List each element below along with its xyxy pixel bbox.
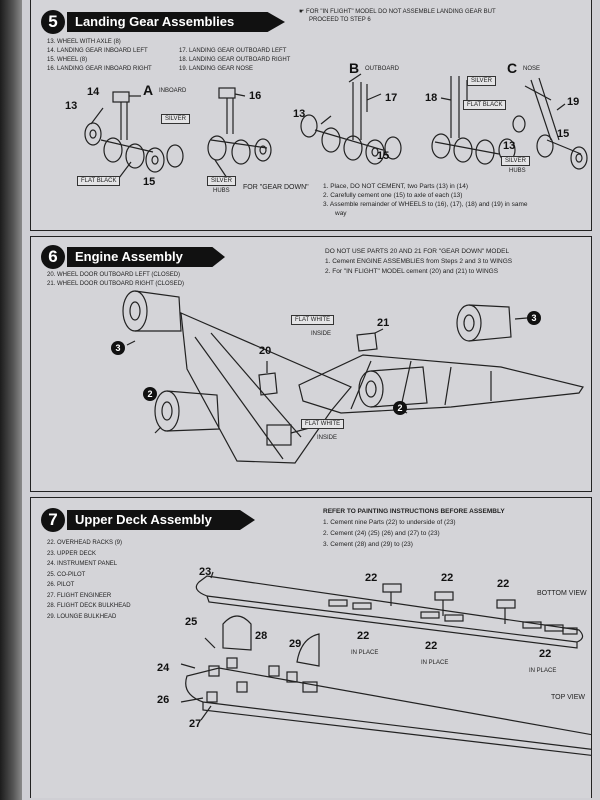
part-14-label: 14: [87, 86, 100, 98]
hubs-label-a: HUBS: [213, 188, 230, 194]
gear-a-letter: A: [143, 82, 154, 98]
silver-callout-hubs: SILVER: [207, 176, 236, 186]
binding-shadow: [0, 0, 22, 800]
gear-a-text: INBOARD: [159, 88, 187, 94]
part-15-label-b: 15: [377, 150, 390, 162]
upper-deck-drawing: [180, 571, 591, 756]
part-16-label: 16: [249, 90, 262, 102]
part-23-label: 23: [199, 566, 212, 578]
part-13-label-b: 13: [293, 108, 306, 120]
landing-gear-drawing: [84, 73, 588, 179]
step-5-landing-gear: 5 Landing Gear Assemblies ☛ FOR "IN FLIG…: [30, 0, 592, 231]
step-6-title: Engine Assembly: [67, 247, 225, 267]
engine-wing-drawing: [122, 290, 584, 464]
step-7-notes: REFER TO PAINTING INSTRUCTIONS BEFORE AS…: [323, 508, 505, 548]
step-7-title: Upper Deck Assembly: [67, 510, 255, 530]
silver-callout-c-hubs: SILVER: [501, 156, 530, 166]
part-21-label: 21: [377, 317, 390, 329]
part-22-label-c: 22: [497, 578, 510, 590]
hubs-label-c: HUBS: [509, 168, 526, 174]
part-22-label-b: 22: [441, 572, 454, 584]
flat-black-callout: FLAT BLACK: [77, 176, 121, 186]
silver-callout-c: SILVER: [467, 76, 496, 86]
part-22-label-f: 22: [539, 648, 552, 660]
step-number-5: 5: [41, 10, 65, 34]
part-24-label: 24: [157, 662, 170, 674]
step-7-upper-deck: 7 Upper Deck Assembly REFER TO PAINTING …: [30, 497, 592, 798]
part-13-label: 13: [65, 100, 78, 112]
inside-label-right: INSIDE: [311, 331, 332, 337]
step-6-parts-list: 20. WHEEL DOOR OUTBOARD LEFT (CLOSED) 21…: [47, 272, 185, 287]
engine-ref-3-left: 3: [111, 341, 125, 355]
silver-callout-a: SILVER: [161, 114, 190, 124]
step-6-notes: DO NOT USE PARTS 20 AND 21 FOR "GEAR DOW…: [325, 248, 513, 275]
gear-down-label: FOR "GEAR DOWN": [243, 184, 309, 191]
in-place-label-a: IN PLACE: [351, 650, 379, 656]
flat-white-callout-left: FLAT WHITE: [301, 419, 345, 429]
part-13-label-c: 13: [503, 140, 516, 152]
gear-c-text: NOSE: [523, 66, 541, 72]
engine-ref-3-right: 3: [527, 311, 541, 325]
step-5-title: Landing Gear Assemblies: [67, 12, 285, 32]
step-7-parts-list: 22. OVERHEAD RACKS (9) 23. UPPER DECK 24…: [47, 540, 131, 620]
part-15-label-c: 15: [557, 128, 570, 140]
part-15-label-a: 15: [143, 176, 156, 188]
part-18-label: 18: [425, 92, 438, 104]
step-number-7: 7: [41, 508, 65, 532]
bottom-view-label: BOTTOM VIEW: [537, 590, 587, 597]
step-5-instructions: 1. Place, DO NOT CEMENT, two Parts (13) …: [323, 183, 528, 217]
part-26-label: 26: [157, 694, 170, 706]
part-29-label: 29: [289, 638, 302, 650]
gear-b-letter: B: [349, 60, 360, 76]
part-17-label: 17: [385, 92, 398, 104]
part-20-label: 20: [259, 345, 272, 357]
part-27-label: 27: [189, 718, 202, 730]
gear-c-letter: C: [507, 60, 518, 76]
parts-list-right: 17. LANDING GEAR OUTBOARD LEFT 18. LANDI…: [179, 48, 291, 72]
step-6-engine-assembly: 6 Engine Assembly 20. WHEEL DOOR OUTBOAR…: [30, 236, 592, 492]
flat-white-callout-right: FLAT WHITE: [291, 315, 335, 325]
parts-list-left: 13. WHEEL WITH AXLE (8) 14. LANDING GEAR…: [47, 39, 152, 72]
instruction-sheet: 5 Landing Gear Assemblies ☛ FOR "IN FLIG…: [22, 0, 600, 800]
part-25-label: 25: [185, 616, 198, 628]
flat-black-callout-c: FLAT BLACK: [463, 100, 507, 110]
part-22-label-a: 22: [365, 572, 378, 584]
part-28-label: 28: [255, 630, 268, 642]
top-view-label: TOP VIEW: [551, 694, 585, 701]
inside-label-left: INSIDE: [317, 435, 338, 441]
in-place-label-c: IN PLACE: [529, 668, 557, 674]
engine-ref-2-left: 2: [143, 387, 157, 401]
part-22-label-d: 22: [357, 630, 370, 642]
in-flight-notice: ☛ FOR "IN FLIGHT" MODEL DO NOT ASSEMBLE …: [299, 9, 496, 23]
in-place-label-b: IN PLACE: [421, 660, 449, 666]
part-19-label: 19: [567, 96, 580, 108]
gear-b-text: OUTBOARD: [365, 66, 400, 72]
part-22-label-e: 22: [425, 640, 438, 652]
step-number-6: 6: [41, 245, 65, 269]
engine-ref-2-right: 2: [393, 401, 407, 415]
